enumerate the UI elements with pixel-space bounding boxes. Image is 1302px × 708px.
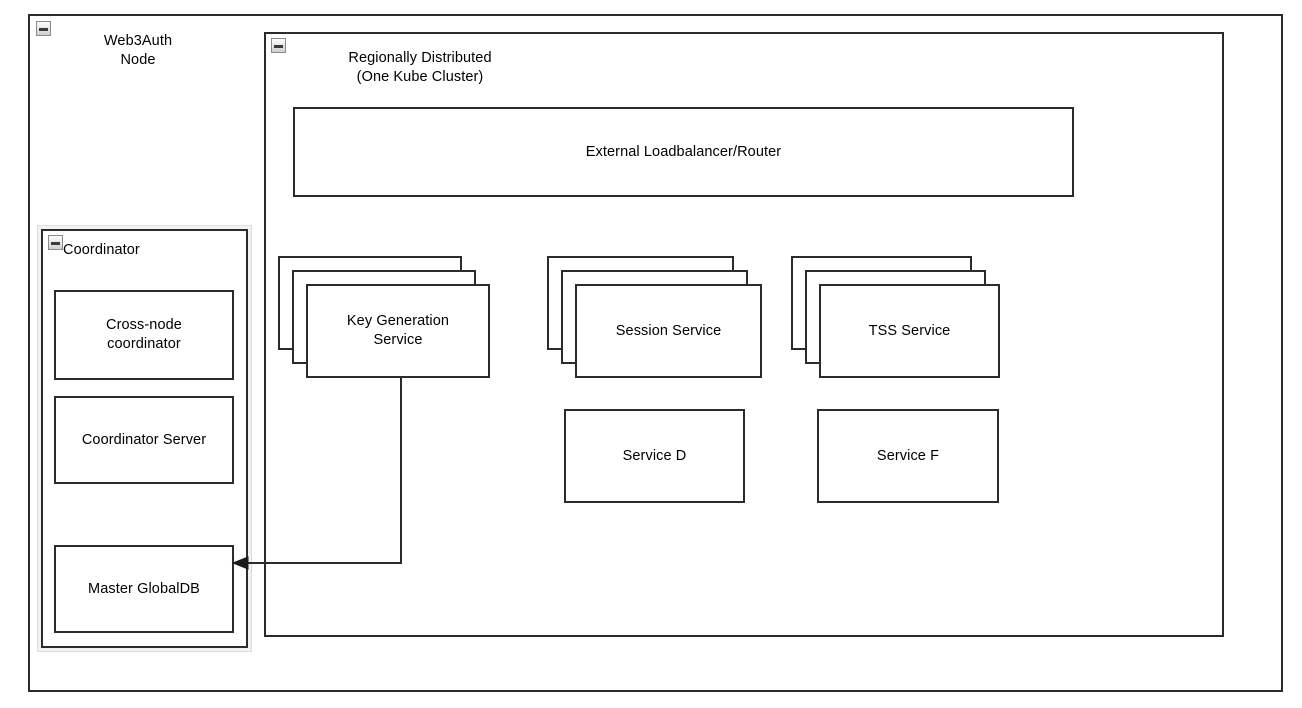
container-label-web3auth-node: Web3Auth Node bbox=[103, 33, 173, 68]
node-external-loadbalancer-router[interactable]: External Loadbalancer/Router bbox=[293, 107, 1074, 197]
minus-icon-coordinator[interactable] bbox=[48, 235, 63, 250]
node-cross-node-coordinator[interactable]: Cross-node coordinator bbox=[54, 290, 234, 380]
stack-layer-front[interactable]: TSS Service bbox=[819, 284, 1000, 378]
container-label-coordinator: Coordinator bbox=[63, 242, 140, 258]
stack-key-generation-service[interactable]: Key Generation Service bbox=[278, 256, 490, 378]
node-service-f[interactable]: Service F bbox=[817, 409, 999, 503]
minus-icon-web3auth-node[interactable] bbox=[36, 21, 51, 36]
minus-icon-regionally-distributed[interactable] bbox=[271, 38, 286, 53]
node-master-globaldb[interactable]: Master GlobalDB bbox=[54, 545, 234, 633]
node-service-d[interactable]: Service D bbox=[564, 409, 745, 503]
stack-layer-front[interactable]: Session Service bbox=[575, 284, 762, 378]
stack-session-service[interactable]: Session Service bbox=[547, 256, 762, 378]
node-coordinator-server[interactable]: Coordinator Server bbox=[54, 396, 234, 484]
stack-tss-service[interactable]: TSS Service bbox=[791, 256, 1000, 378]
arrowhead-left-icon bbox=[231, 556, 249, 570]
stack-layer-front[interactable]: Key Generation Service bbox=[306, 284, 490, 378]
container-label-regionally-distributed: Regionally Distributed (One Kube Cluster… bbox=[348, 50, 492, 85]
